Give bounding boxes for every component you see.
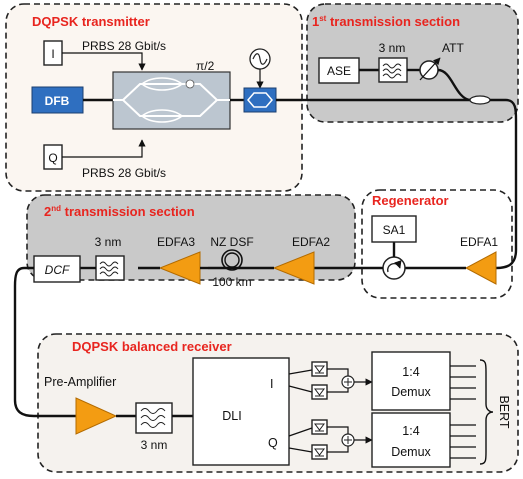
demux1-label: Demux	[391, 385, 431, 399]
photodiode-i1	[311, 361, 328, 377]
photodiode-i2	[311, 384, 328, 400]
edfa1-amplifier	[464, 251, 497, 285]
dli-box	[192, 357, 290, 466]
filter2-bw-label: 3 nm	[95, 235, 122, 249]
receiver-title: DQPSK balanced receiver	[72, 339, 232, 354]
filter-wave-icon	[99, 261, 119, 277]
fiber-length-label: 100 km	[212, 275, 251, 289]
modulator-upper-mzm	[122, 83, 218, 101]
phase-shifter	[185, 79, 195, 89]
edfa2-label: EDFA2	[292, 235, 330, 249]
ase-source	[318, 57, 360, 84]
photodiode-q2	[311, 444, 328, 460]
filter-wave-icon	[382, 63, 402, 79]
edfa1-label: EDFA1	[460, 235, 498, 249]
sine-icon	[252, 53, 268, 65]
dli-q-label: Q	[268, 436, 278, 450]
i-data-label: I	[51, 47, 54, 61]
filter3-bw-label: 3 nm	[141, 438, 168, 452]
photodiode-q1	[311, 419, 328, 435]
dcf-label: DCF	[45, 263, 70, 277]
dli-i-label: I	[270, 377, 273, 391]
filter1-bw-label: 3 nm	[379, 41, 406, 55]
demux1-ratio: 1:4	[402, 365, 419, 379]
demux-1	[371, 351, 451, 411]
circulator-arrow-icon	[387, 260, 402, 273]
edfa3-label: EDFA3	[157, 235, 195, 249]
transmitter-title: DQPSK transmitter	[32, 14, 150, 29]
sa1-label: SA1	[383, 223, 406, 237]
filter-wave-icon	[140, 408, 166, 428]
iq-modulator	[112, 71, 231, 130]
att-label: ATT	[442, 41, 464, 55]
regenerator-title: Regenerator	[372, 193, 449, 208]
demux1-outputs	[450, 365, 476, 400]
first-transmission-section	[306, 3, 519, 123]
edfa2-amplifier	[272, 251, 315, 285]
coupler-1	[469, 95, 491, 105]
circulator	[382, 256, 406, 280]
pre-amplifier-label: Pre-Amplifier	[44, 375, 116, 389]
demux2-ratio: 1:4	[402, 424, 419, 438]
second-section-title: 2nd transmission section	[44, 204, 195, 219]
phase-label: π/2	[196, 59, 215, 73]
dfb-laser	[31, 86, 84, 114]
bert-label: BERT	[497, 395, 511, 428]
fiber-type-label: NZ DSF	[210, 235, 253, 249]
prbs-i-label: PRBS 28 Gbit/s	[82, 39, 166, 53]
prbs-q-label: PRBS 28 Gbit/s	[82, 166, 166, 180]
demux2-outputs	[450, 424, 476, 459]
saturable-absorber	[371, 215, 417, 243]
demux-2	[371, 412, 451, 468]
pre-amplifier	[75, 397, 118, 435]
q-data-label: Q	[48, 151, 57, 165]
ase-label: ASE	[327, 64, 351, 78]
first-section-title: 1st transmission section	[312, 14, 460, 29]
demux2-label: Demux	[391, 445, 431, 459]
optical-filter-3	[135, 402, 173, 434]
fiber-spool-2	[221, 249, 243, 271]
dli-label: DLI	[222, 409, 241, 423]
bert-brace	[479, 359, 494, 465]
dfb-label: DFB	[45, 94, 70, 108]
